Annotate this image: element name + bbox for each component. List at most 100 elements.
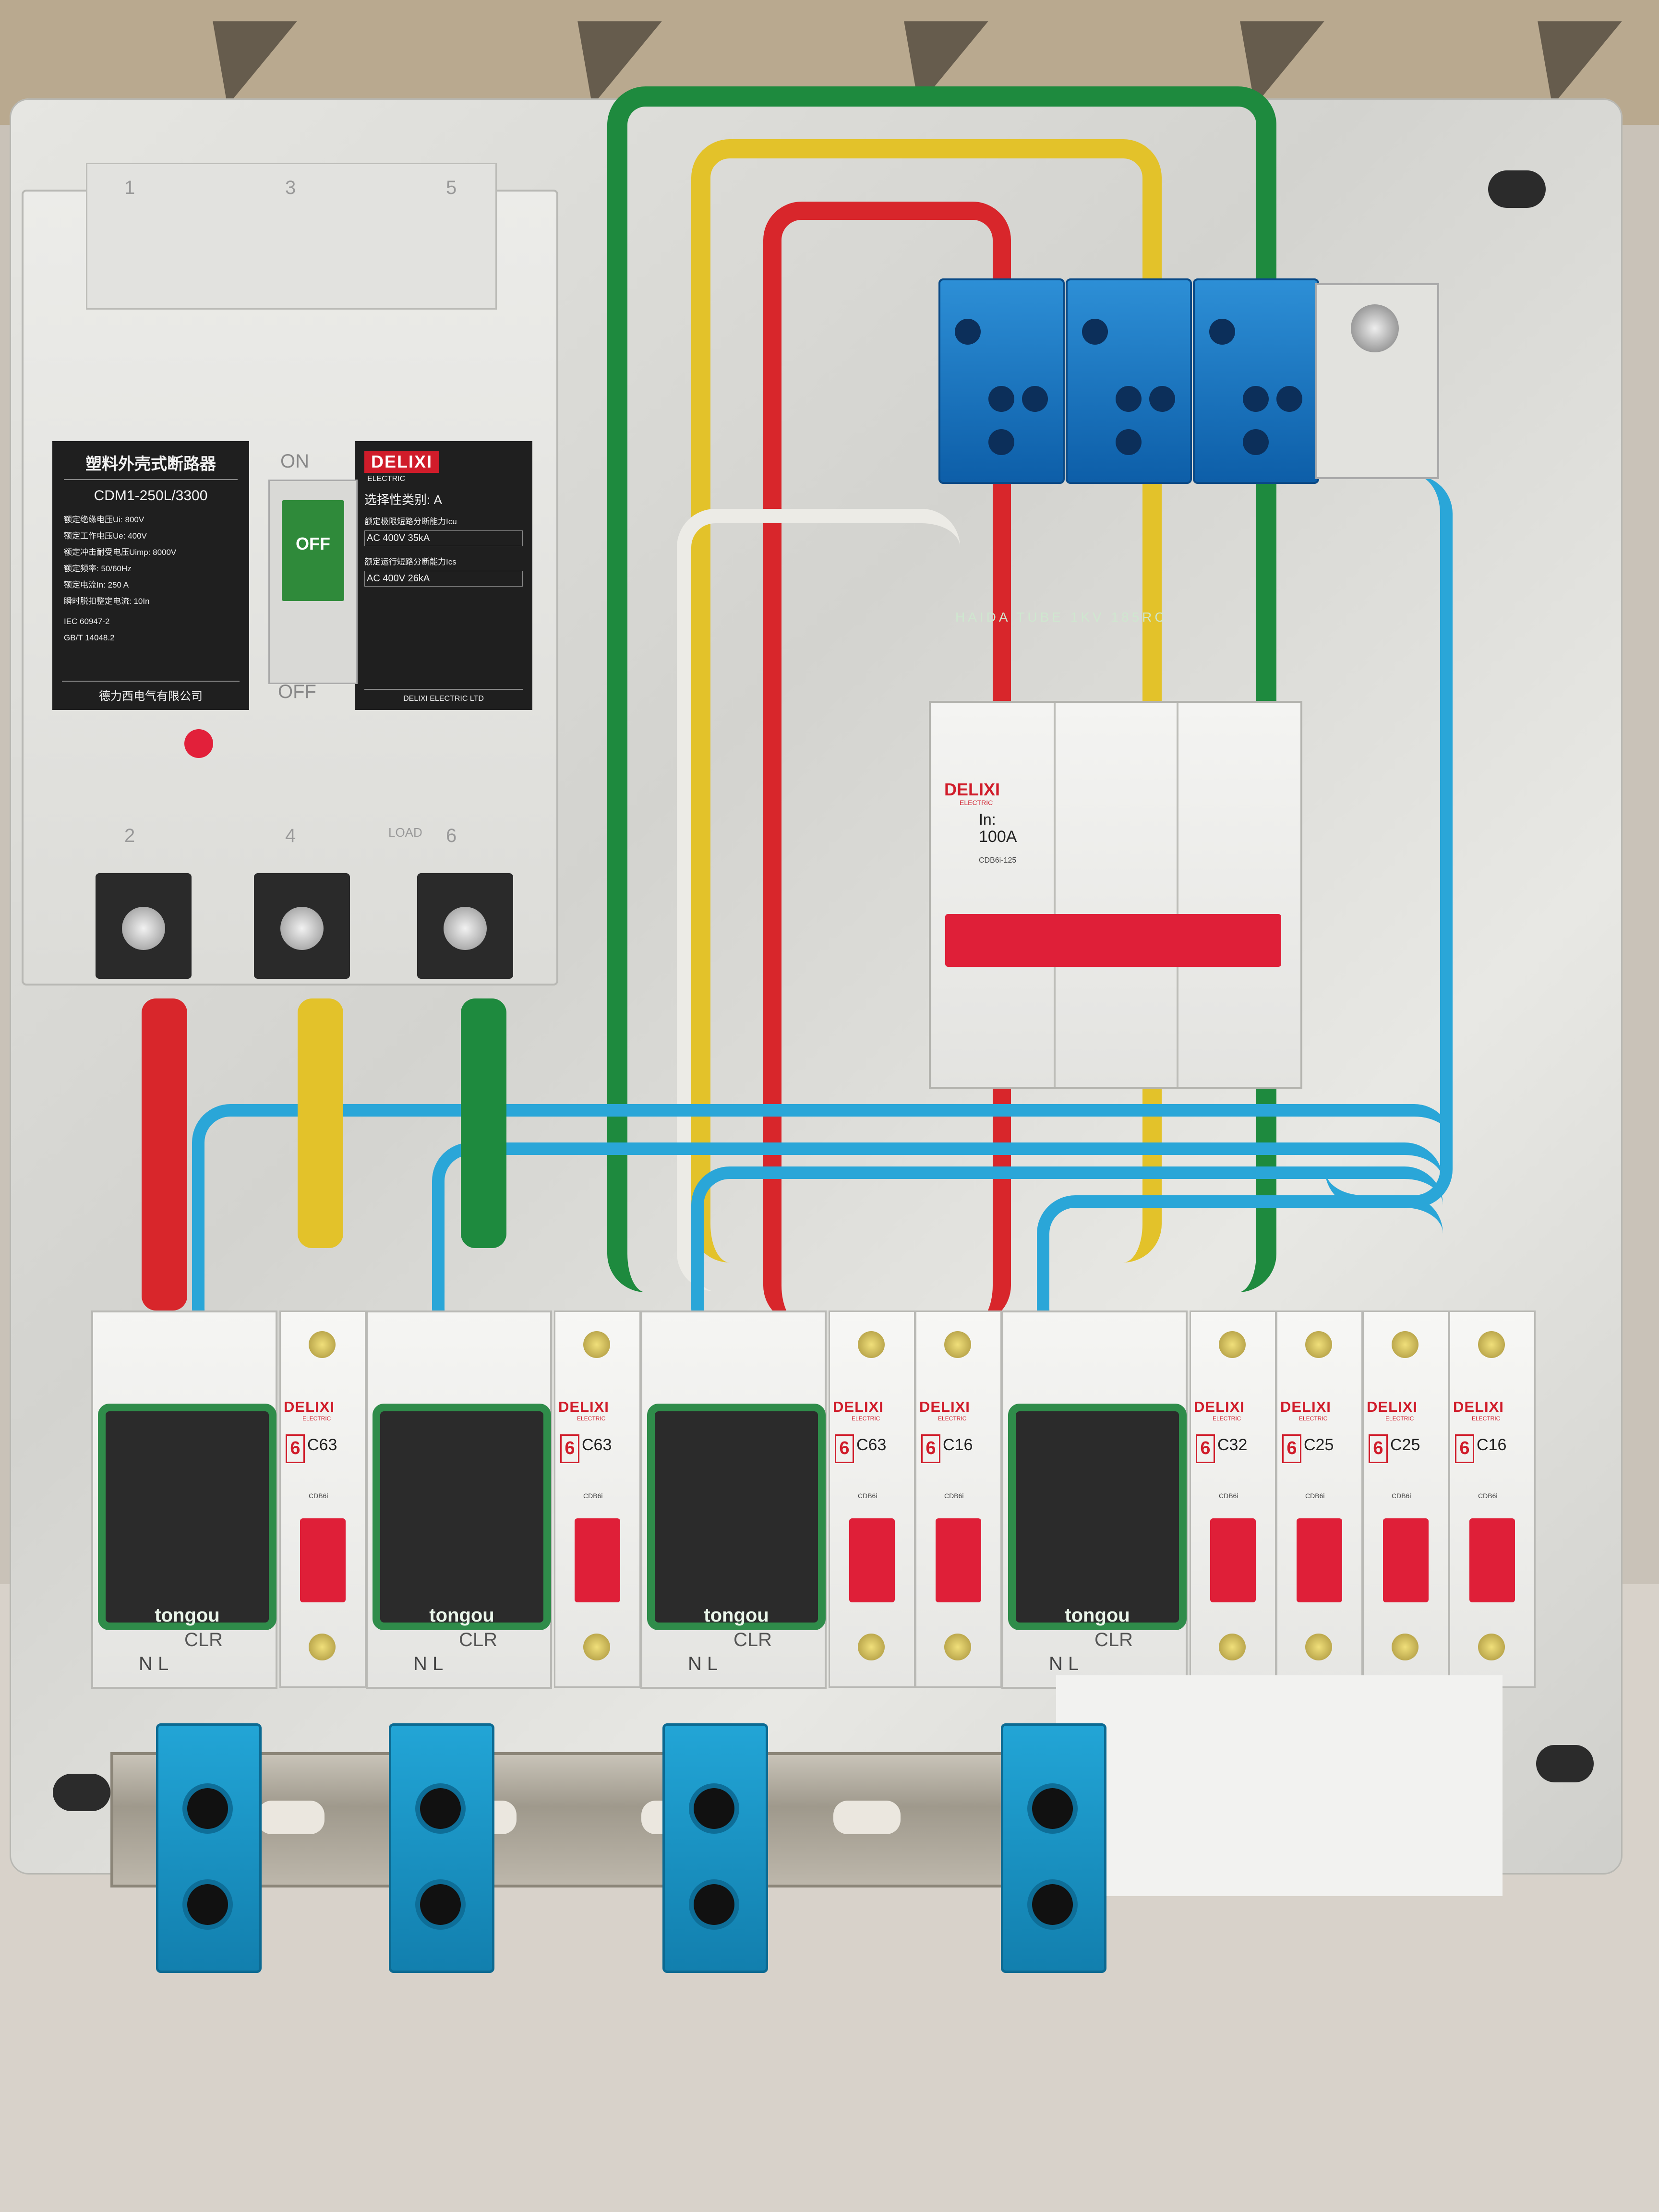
terminal-socket bbox=[389, 1723, 494, 1973]
delixi-logo: DELIXI bbox=[1453, 1398, 1504, 1415]
nl-label: N L bbox=[1049, 1653, 1079, 1674]
screw-icon bbox=[1478, 1634, 1505, 1660]
toggle-text: OFF bbox=[296, 534, 330, 553]
rating-label: C63 bbox=[856, 1436, 887, 1454]
rating-label: C63 bbox=[582, 1436, 612, 1454]
screw-icon bbox=[1305, 1634, 1332, 1660]
model-label: CDB6i bbox=[1305, 1492, 1325, 1500]
mccb-spec-line: 瞬时脱扣整定电流: 10In bbox=[64, 597, 150, 606]
nl-label: N L bbox=[139, 1653, 169, 1674]
terminal-hole bbox=[955, 319, 981, 345]
off-label: OFF bbox=[278, 681, 316, 702]
model-label: CDB6i bbox=[1219, 1492, 1238, 1500]
socket-hole bbox=[694, 1788, 734, 1829]
breaker-toggle[interactable]: OFF bbox=[282, 500, 344, 601]
output-terminal bbox=[254, 873, 350, 979]
screw-icon bbox=[858, 1331, 885, 1358]
distribution-block bbox=[1066, 278, 1192, 484]
meter-brand: tongou bbox=[155, 1605, 220, 1626]
screw-icon bbox=[583, 1634, 610, 1660]
mccb-spec-label: 塑料外壳式断路器 CDM1-250L/3300 额定绝缘电压Ui: 800V 额… bbox=[52, 441, 249, 710]
breaking-capacity-mark: 6 bbox=[1455, 1434, 1474, 1463]
model-label: CDB6i bbox=[858, 1492, 878, 1500]
model-label: CDB6i bbox=[583, 1492, 603, 1500]
screw-icon bbox=[944, 1331, 971, 1358]
breaker-handle[interactable] bbox=[300, 1518, 346, 1602]
white-panel-edge bbox=[1056, 1675, 1503, 1896]
delixi-logo: DELIXI bbox=[1194, 1398, 1245, 1415]
screw-icon bbox=[444, 907, 487, 950]
delixi-sub: ELECTRIC bbox=[852, 1415, 880, 1422]
mccb-spec-line: 额定冲击耐受电压Uimp: 8000V bbox=[64, 548, 177, 557]
socket-hole bbox=[420, 1884, 461, 1925]
breaker-handle[interactable] bbox=[849, 1518, 895, 1602]
terminal-hole bbox=[1276, 386, 1302, 412]
breaker-handle[interactable] bbox=[575, 1518, 620, 1602]
nl-label: N L bbox=[413, 1653, 444, 1674]
breaking-capacity-mark: 6 bbox=[1196, 1434, 1215, 1463]
breaker-handle[interactable] bbox=[1210, 1518, 1256, 1602]
blue-cable-bundle bbox=[691, 1166, 1443, 1347]
delixi-sub: ELECTRIC bbox=[960, 799, 993, 806]
breaker-handle[interactable] bbox=[936, 1518, 981, 1602]
mounting-hole bbox=[53, 1774, 110, 1811]
delixi-sub: ELECTRIC bbox=[1213, 1415, 1241, 1422]
terminal-number: 2 bbox=[124, 825, 135, 846]
meter-brand: tongou bbox=[1065, 1605, 1130, 1626]
mccb-spec-line: 额定频率: 50/60Hz bbox=[64, 564, 132, 573]
terminal-socket bbox=[662, 1723, 768, 1973]
clr-label: CLR bbox=[184, 1629, 223, 1650]
on-label: ON bbox=[280, 451, 309, 472]
delixi-sub: ELECTRIC bbox=[938, 1415, 967, 1422]
breaker-handle[interactable] bbox=[945, 914, 1281, 967]
delixi-logo: DELIXI bbox=[944, 780, 1000, 799]
output-terminal bbox=[96, 873, 192, 979]
load-label: LOAD bbox=[388, 825, 422, 840]
delixi-logo: DELIXI bbox=[1280, 1398, 1331, 1415]
neutral-terminal-block bbox=[1315, 283, 1439, 479]
nl-label: N L bbox=[688, 1653, 718, 1674]
terminal-hole bbox=[1116, 429, 1142, 455]
screw-icon bbox=[1305, 1331, 1332, 1358]
rating-label: C25 bbox=[1390, 1436, 1420, 1454]
breaker-handle[interactable] bbox=[1297, 1518, 1342, 1602]
socket-hole bbox=[1032, 1788, 1073, 1829]
delixi-logo: DELIXI bbox=[919, 1398, 970, 1415]
mccb-spec-line: 额定工作电压Ue: 400V bbox=[64, 531, 147, 541]
meter-display: tongou bbox=[647, 1404, 826, 1630]
mounting-hole bbox=[1488, 170, 1546, 208]
terminal-hole bbox=[1116, 386, 1142, 412]
meter-display: tongou bbox=[373, 1404, 551, 1630]
breaker-handle[interactable] bbox=[1469, 1518, 1515, 1602]
mccb-spec-line: 额定电流In: 250 A bbox=[64, 580, 129, 589]
breaking-capacity-mark: 6 bbox=[1369, 1434, 1388, 1463]
terminal-socket bbox=[156, 1723, 262, 1973]
delixi-sub: ELECTRIC bbox=[577, 1415, 606, 1422]
mccb-brand-label: DELIXI ELECTRIC 选择性类别: A 额定极限短路分断能力Icu A… bbox=[355, 441, 532, 710]
delixi-logo: DELIXI bbox=[833, 1398, 884, 1415]
breaking-capacity-mark: 6 bbox=[1282, 1434, 1301, 1463]
mccb-title: 塑料外壳式断路器 bbox=[64, 451, 238, 480]
rating-label: C32 bbox=[1217, 1436, 1248, 1454]
screw-icon bbox=[1392, 1634, 1419, 1660]
breaker-handle[interactable] bbox=[1383, 1518, 1429, 1602]
model-label: CDB6i bbox=[1392, 1492, 1411, 1500]
model-label: CDB6i bbox=[944, 1492, 964, 1500]
screw-icon bbox=[1219, 1634, 1246, 1660]
rail-slot bbox=[257, 1801, 325, 1834]
screw-icon bbox=[1478, 1331, 1505, 1358]
test-button[interactable] bbox=[184, 729, 213, 758]
blue-cable-bundle bbox=[432, 1142, 1443, 1347]
screw-icon bbox=[1392, 1331, 1419, 1358]
output-terminal bbox=[417, 873, 513, 979]
mccb-footer: DELIXI ELECTRIC LTD bbox=[364, 689, 523, 703]
pole-divider bbox=[1177, 703, 1178, 1087]
terminal-hole bbox=[1022, 386, 1048, 412]
rating-label: In: bbox=[979, 811, 996, 828]
mccb-selectivity: 选择性类别: A bbox=[364, 493, 442, 507]
rating-label: C16 bbox=[1477, 1436, 1507, 1454]
